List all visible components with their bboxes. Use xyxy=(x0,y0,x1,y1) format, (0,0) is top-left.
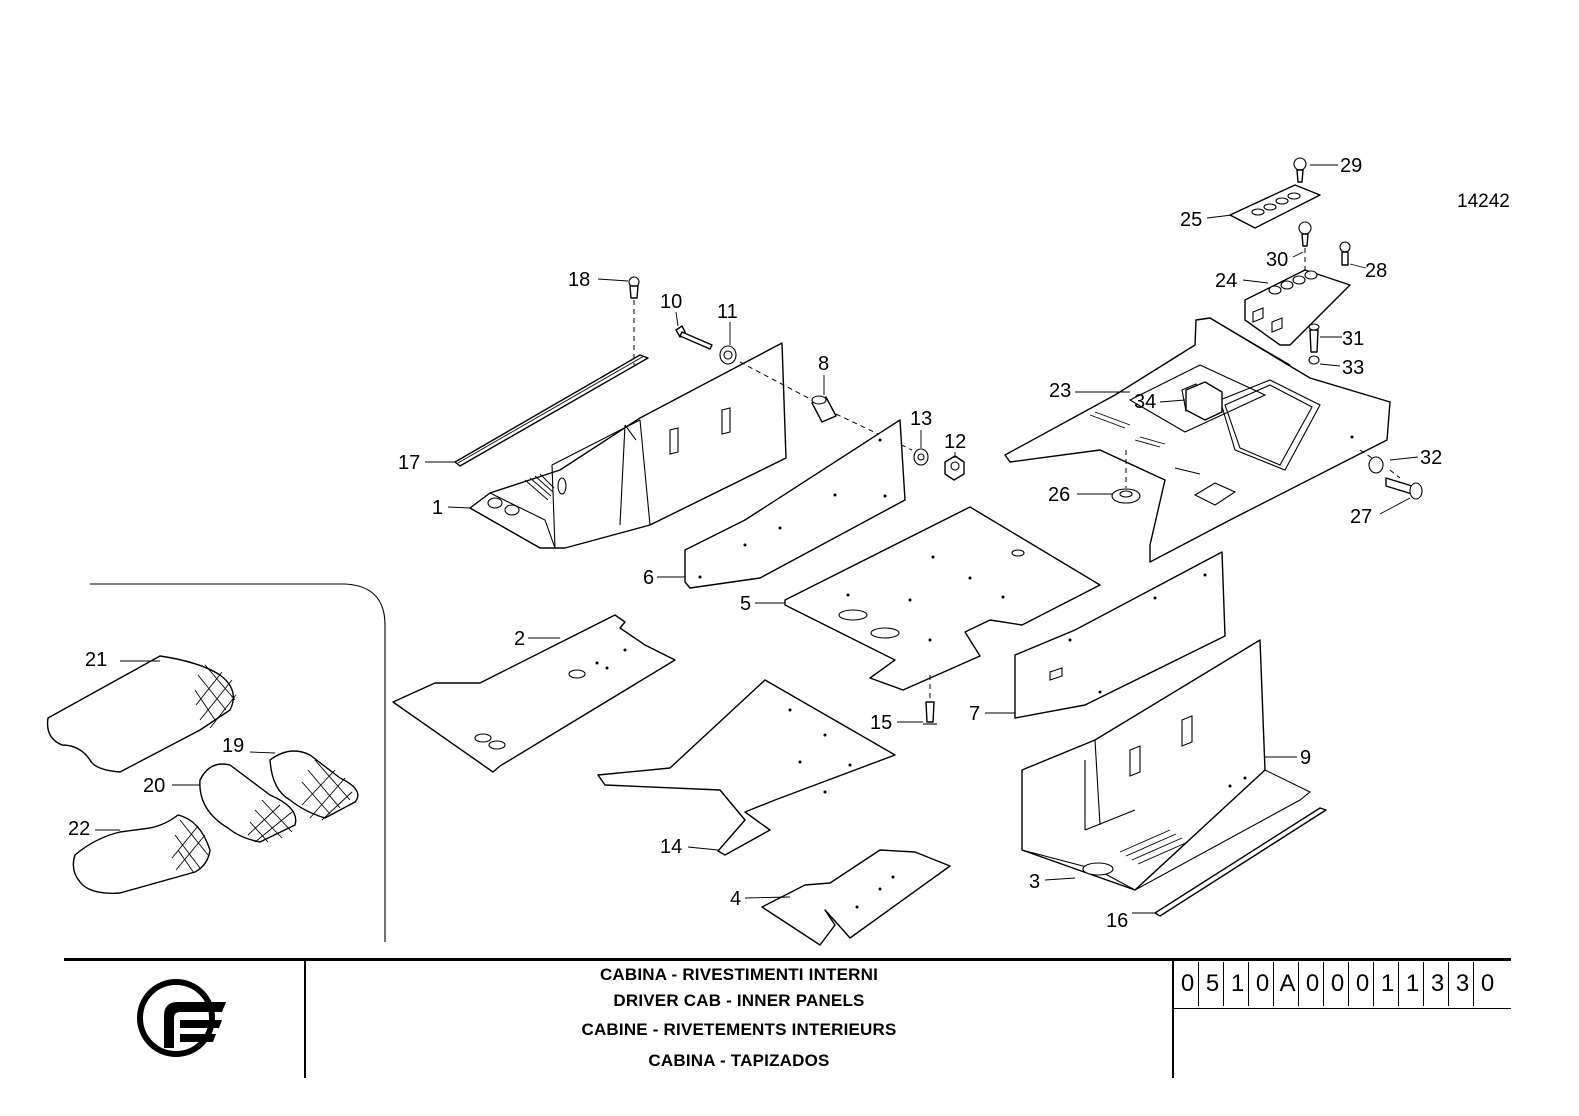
inset-mats-detail xyxy=(46,583,386,942)
parts-10-11-8-13-12-fastener-stack xyxy=(675,325,965,481)
title-block-top-rule xyxy=(64,958,1511,961)
part-code-char: 3 xyxy=(1427,962,1449,1006)
callout-16: 16 xyxy=(1106,910,1128,932)
callout-29: 29 xyxy=(1340,155,1362,177)
title-italian: CABINA - RIVESTIMENTI INTERNI xyxy=(599,965,879,984)
callout-33: 33 xyxy=(1342,357,1364,379)
title-french: CABINE - RIVETEMENTS INTERIEURS xyxy=(581,1020,897,1039)
callout-10: 10 xyxy=(660,291,682,313)
callout-8: 8 xyxy=(818,353,829,375)
callout-12: 12 xyxy=(944,431,966,453)
part-code-box: 0 5 1 0 A 0 0 0 1 1 3 3 0 xyxy=(1174,958,1511,1009)
part-4-small-plate xyxy=(761,849,951,946)
part-23-console xyxy=(1004,317,1391,563)
part-7-side-strip-panel xyxy=(1014,551,1226,719)
part-25-switch-cover xyxy=(1229,184,1321,229)
part-9-right-side-panel xyxy=(1021,639,1312,891)
part-code-char: 0 xyxy=(1177,962,1199,1006)
callout-numbers: 1 2 3 4 5 6 7 8 9 10 11 12 13 14 15 16 1… xyxy=(68,155,1442,932)
part-code-char: 0 xyxy=(1480,970,1495,997)
part-1-left-side-panel xyxy=(469,342,787,549)
callout-24: 24 xyxy=(1215,270,1237,292)
part-code-char: 5 xyxy=(1202,962,1224,1006)
callout-4: 4 xyxy=(730,888,741,910)
callout-30: 30 xyxy=(1266,249,1288,271)
callout-6: 6 xyxy=(643,567,654,589)
part-5-floor-plate xyxy=(784,506,1101,691)
parts-29-30-28-31-33-screws xyxy=(1293,157,1351,365)
callout-28: 28 xyxy=(1365,260,1387,282)
part-code-char: 3 xyxy=(1452,962,1474,1006)
manufacturer-logo xyxy=(137,979,226,1057)
callout-11: 11 xyxy=(717,301,738,323)
part-code-char: 0 xyxy=(1327,962,1349,1006)
callout-18: 18 xyxy=(568,269,590,291)
callout-leaders xyxy=(95,164,1419,914)
part-16-trim-strip xyxy=(1154,807,1327,917)
callout-15: 15 xyxy=(870,712,892,734)
callout-7: 7 xyxy=(969,703,980,725)
callout-19: 19 xyxy=(222,735,244,757)
drawing-reference-number: 14242 xyxy=(1457,191,1510,212)
callout-3: 3 xyxy=(1029,871,1040,893)
part-code-char: 0 xyxy=(1352,962,1374,1006)
callout-9: 9 xyxy=(1300,747,1311,769)
callout-14: 14 xyxy=(660,836,682,858)
title-block-divider-left xyxy=(304,958,306,1078)
callout-20: 20 xyxy=(143,775,165,797)
callout-13: 13 xyxy=(910,408,932,430)
callout-5: 5 xyxy=(740,593,751,615)
title-english: DRIVER CAB - INNER PANELS xyxy=(613,991,865,1010)
callout-2: 2 xyxy=(514,628,525,650)
part-2-floor-mat xyxy=(392,614,676,773)
part-34-bracket xyxy=(1185,381,1223,421)
part-24-switch-panel xyxy=(1244,269,1351,346)
title-block-divider-right xyxy=(1172,958,1174,1078)
callout-26: 26 xyxy=(1048,484,1070,506)
part-code-char: 0 xyxy=(1302,962,1324,1006)
title-spanish: CABINA - TAPIZADOS xyxy=(648,1051,830,1070)
part-17-trim-strip xyxy=(454,354,649,467)
part-code-char: A xyxy=(1277,962,1299,1006)
callout-27: 27 xyxy=(1350,506,1372,528)
title-block: CABINA - RIVESTIMENTI INTERNI DRIVER CAB… xyxy=(64,958,1511,1078)
part-6-side-strip-panel xyxy=(684,419,906,589)
part-18-screw xyxy=(628,276,640,365)
part-26-grommet xyxy=(1111,450,1141,504)
callout-22: 22 xyxy=(68,818,90,840)
part-code-char: 0 xyxy=(1252,962,1274,1006)
callout-32: 32 xyxy=(1420,447,1442,469)
part-code-char: 1 xyxy=(1377,962,1399,1006)
callout-21: 21 xyxy=(85,649,107,671)
callout-23: 23 xyxy=(1049,380,1071,402)
part-code-char: 1 xyxy=(1227,962,1249,1006)
part-15-screw xyxy=(923,675,937,725)
part-code-char: 1 xyxy=(1402,962,1424,1006)
part-14-floor-mat xyxy=(597,679,896,856)
callout-1: 1 xyxy=(432,497,443,519)
callout-31: 31 xyxy=(1342,328,1364,350)
callout-34: 34 xyxy=(1134,391,1156,413)
parts-32-27-washer-bolt xyxy=(1359,449,1423,500)
callout-25: 25 xyxy=(1180,209,1202,231)
callout-17: 17 xyxy=(398,452,420,474)
